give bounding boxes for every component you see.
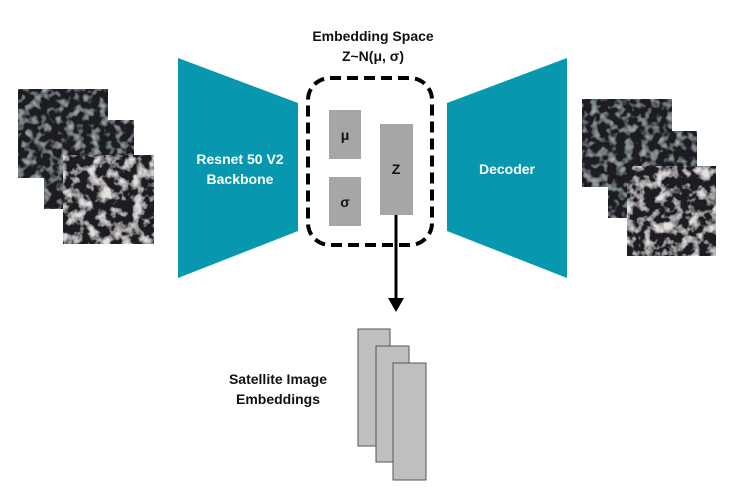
embeddings-label-line2: Embeddings [236,391,320,407]
z-label: Z [392,161,401,177]
satellite-image-stack-icon [18,89,154,244]
encoder-trapezoid [178,58,298,278]
output-image-3 [627,166,716,256]
encoder-label-line1: Resnet 50 V2 [196,151,283,167]
encoder-label-line2: Backbone [207,171,274,187]
decoder-trapezoid [447,58,567,278]
sigma-label: σ [340,194,350,210]
decoder-label: Decoder [479,161,536,177]
embeddings-label-line1: Satellite Image [229,371,327,387]
embedding-space-box [306,76,434,247]
reconstructed-image-stack-icon [582,99,716,256]
z-box [380,124,413,215]
sigma-box [329,177,361,226]
sampling-arrowhead [388,298,404,312]
embedding-sheet-3 [392,362,427,481]
input-image-3 [63,155,154,244]
distribution-label: Z~N(μ, σ) [342,48,404,64]
embedding-stack-icon [357,328,427,481]
mu-label: μ [341,127,350,143]
embedding-space-title: Embedding Space [312,28,434,44]
mu-box [329,110,361,159]
